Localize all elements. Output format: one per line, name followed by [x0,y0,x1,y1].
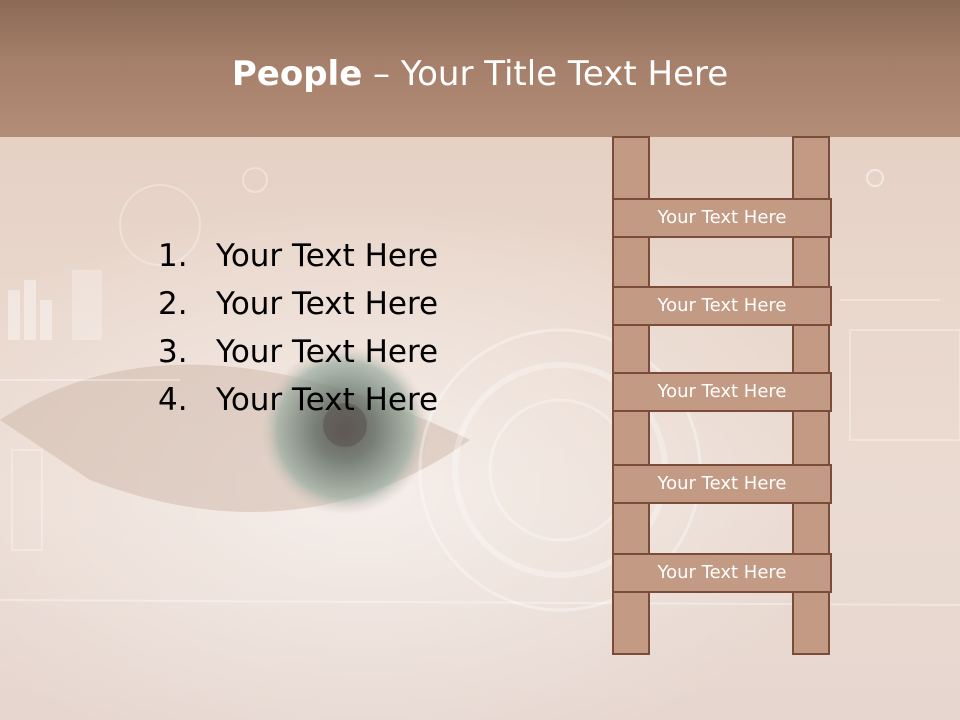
numbered-list: 1. Your Text Here 2. Your Text Here 3. Your… [158,232,438,424]
list-number: 1. [158,238,188,274]
title-bold: People [231,54,363,94]
list-text: Your Text Here [216,382,439,418]
list-item: 4. Your Text Here [158,376,438,424]
list-text: Your Text Here [216,286,439,322]
list-number: 3. [158,334,188,370]
list-text: Your Text Here [216,334,439,370]
list-item: 1. Your Text Here [158,232,438,280]
slide-title: People – Your Title Text Here [0,50,960,98]
list-number: 4. [158,382,188,418]
title-bar [0,0,960,137]
ladder-rung-2: Your Text Here [612,286,832,326]
list-text: Your Text Here [216,238,439,274]
ladder-rung-3: Your Text Here [612,372,832,412]
list-item: 3. Your Text Here [158,328,438,376]
ladder-rung-1: Your Text Here [612,198,832,238]
ladder-rung-4: Your Text Here [612,464,832,504]
title-rest: – Your Title Text Here [362,54,729,94]
list-number: 2. [158,286,188,322]
ladder-rung-5: Your Text Here [612,553,832,593]
list-item: 2. Your Text Here [158,280,438,328]
